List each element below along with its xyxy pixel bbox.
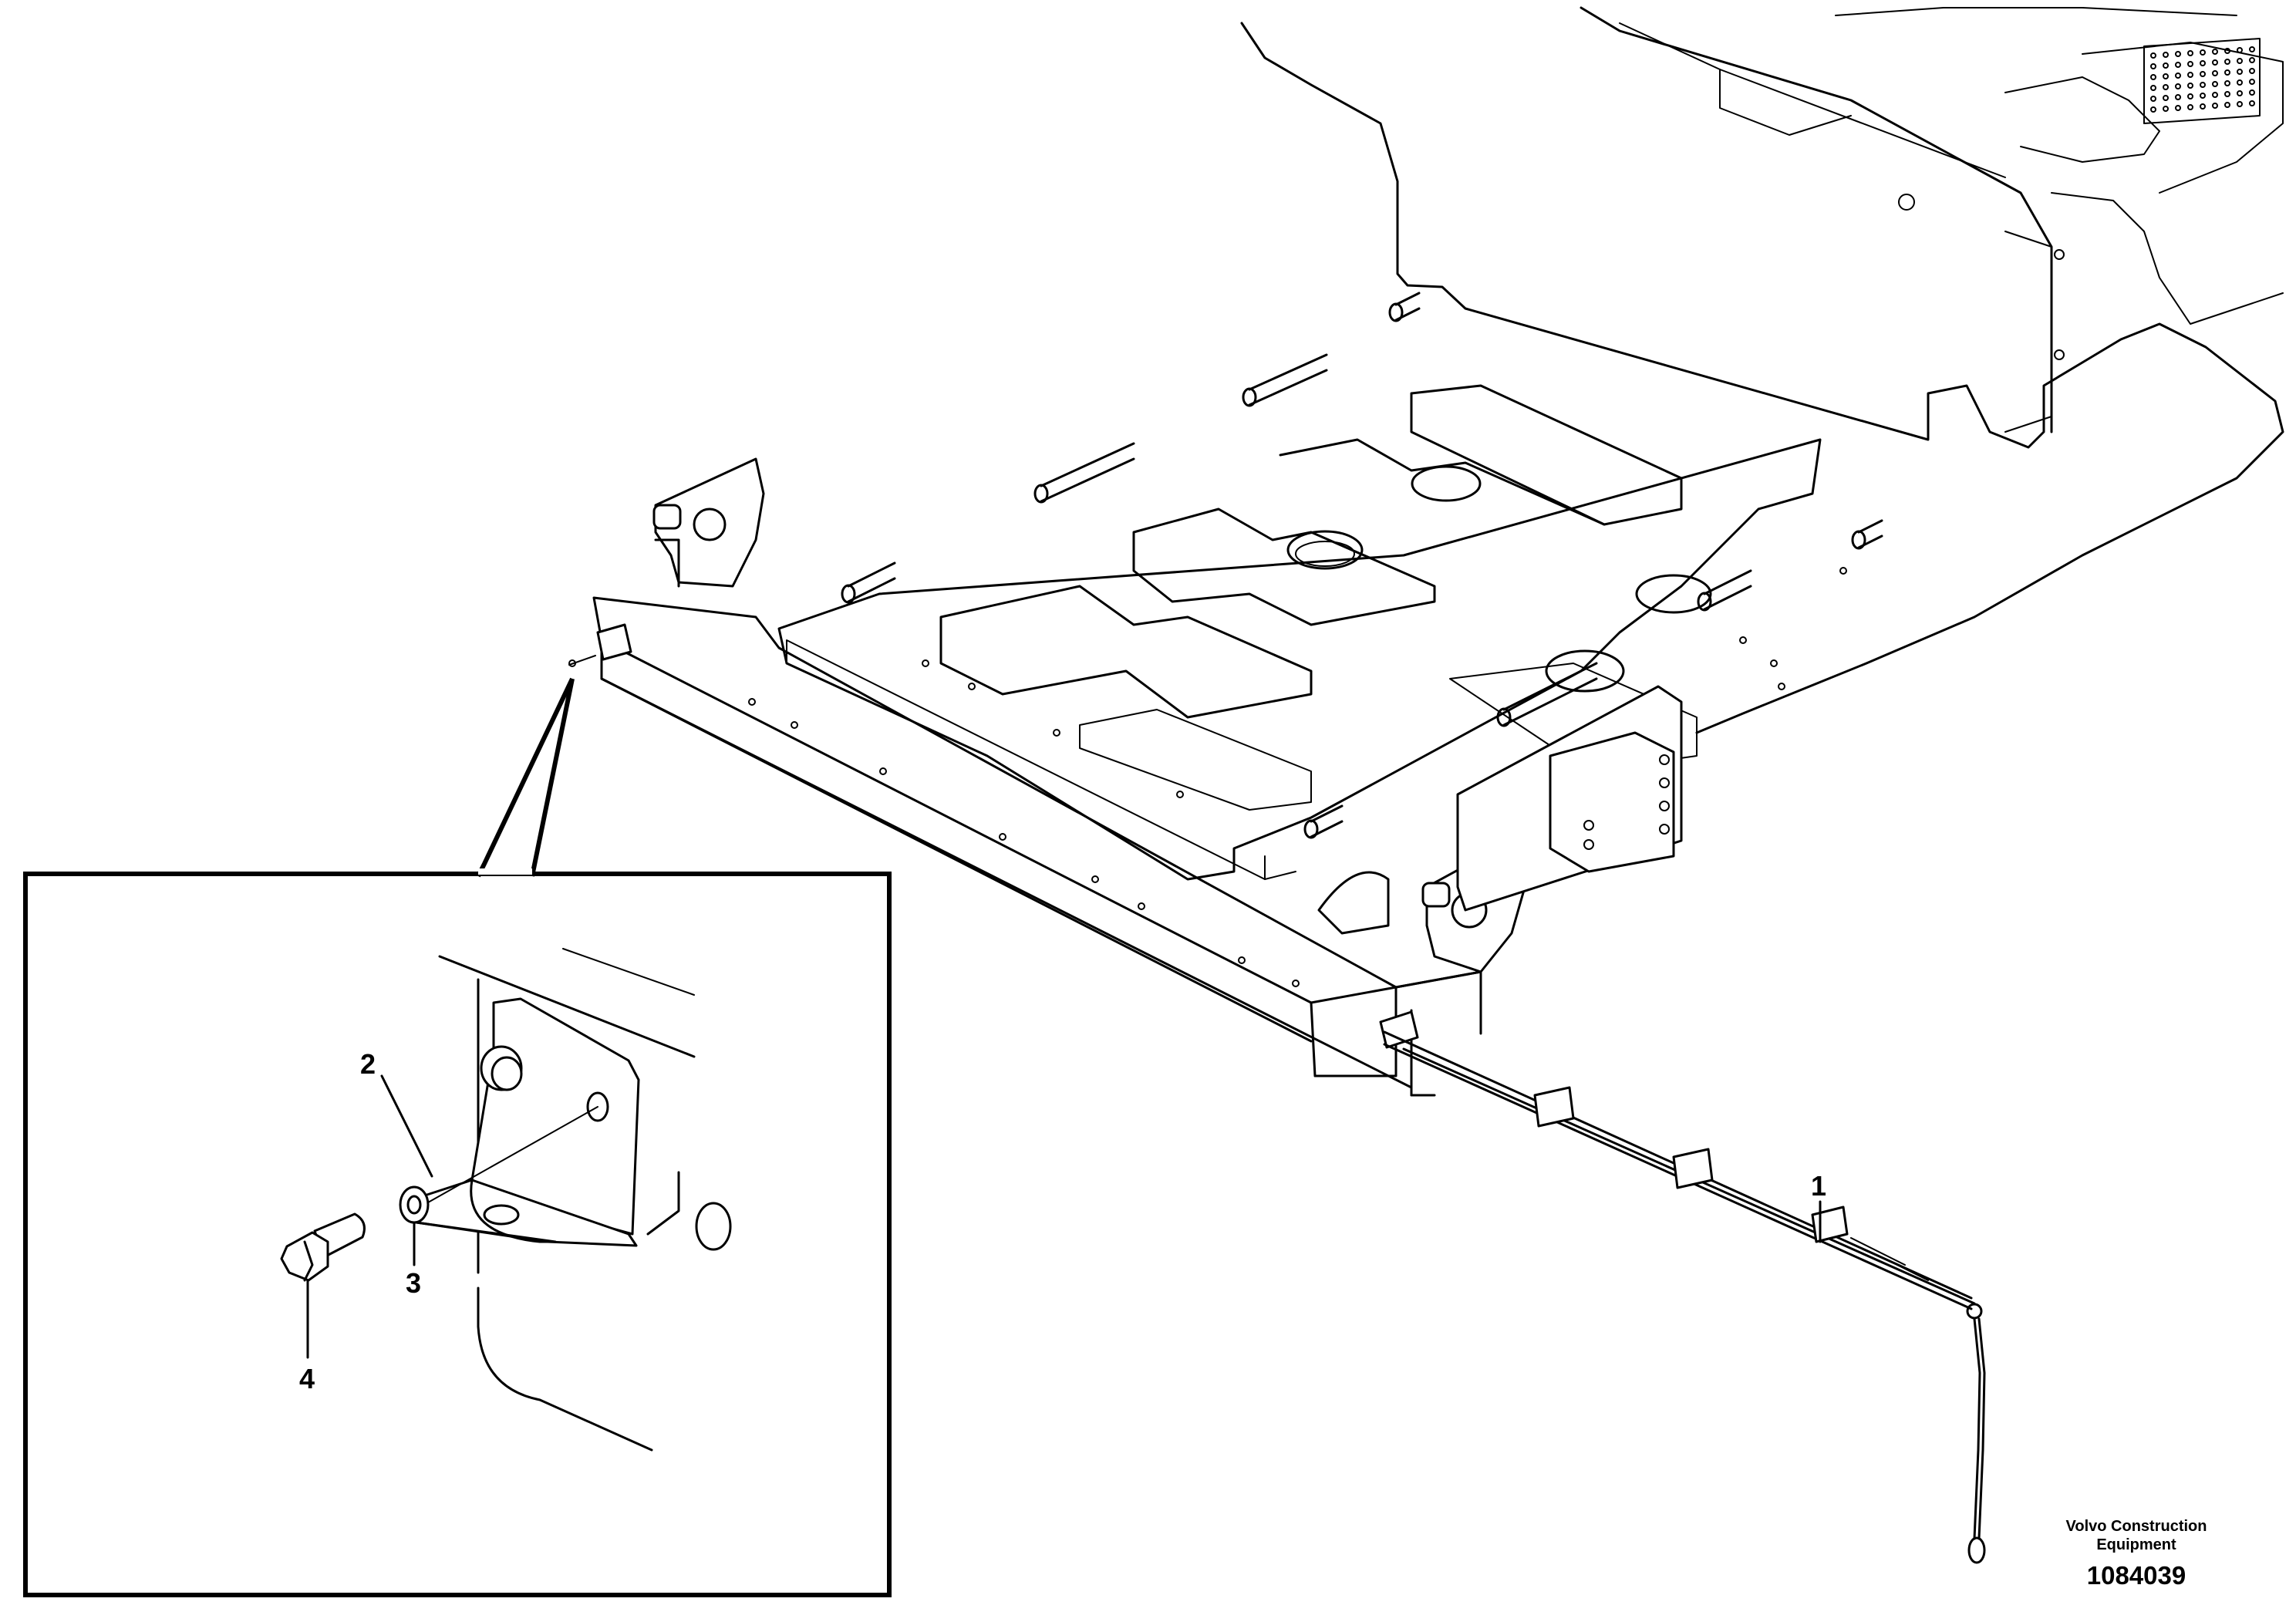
grille-hole bbox=[2200, 93, 2206, 99]
grille-hole bbox=[2200, 71, 2206, 77]
grille-hole bbox=[2163, 52, 2169, 58]
grille-hole bbox=[2163, 73, 2169, 79]
grille-hole bbox=[2187, 93, 2193, 99]
leader-2 bbox=[380, 1074, 433, 1178]
grille-hole bbox=[2200, 82, 2206, 88]
rollers bbox=[841, 292, 1883, 839]
grille-hole bbox=[2212, 59, 2218, 66]
grille-hole bbox=[2212, 103, 2218, 109]
bracket-mount-location bbox=[568, 623, 632, 667]
callout-2: 2 bbox=[360, 1048, 376, 1080]
side-bracket-block bbox=[1456, 685, 1683, 912]
grille-hole bbox=[2237, 101, 2243, 107]
frame-hole bbox=[1053, 729, 1060, 737]
grille-hole bbox=[2237, 79, 2243, 86]
grille-hole bbox=[2175, 105, 2181, 111]
frame-hole bbox=[922, 659, 929, 667]
grille-hole bbox=[2163, 106, 2169, 112]
grille-hole bbox=[2224, 102, 2230, 108]
grille-hole bbox=[2150, 85, 2156, 91]
grille-hole bbox=[2224, 69, 2230, 76]
grille-hole bbox=[2175, 62, 2181, 68]
frame-hole bbox=[879, 767, 887, 775]
grille-hole bbox=[2224, 91, 2230, 97]
grille-hole bbox=[2249, 79, 2255, 85]
grille-hole bbox=[2175, 94, 2181, 100]
lifting-eye-left bbox=[652, 457, 765, 588]
grille-hole bbox=[2150, 96, 2156, 102]
frame-hole bbox=[1770, 659, 1778, 667]
detail-pointer bbox=[476, 677, 575, 878]
frame-hole bbox=[1091, 875, 1099, 883]
grille-hole bbox=[2200, 103, 2206, 110]
grille-hole bbox=[2212, 92, 2218, 98]
document-number: 1084039 bbox=[2086, 1561, 2186, 1590]
grille-hole bbox=[2150, 52, 2156, 59]
grille-hole bbox=[2249, 100, 2255, 106]
part-hex-bolt bbox=[280, 1212, 366, 1282]
grille-hole bbox=[2187, 72, 2193, 78]
frame-hole bbox=[1292, 980, 1300, 987]
grille-hole bbox=[2163, 62, 2169, 69]
grille-hole bbox=[2237, 47, 2243, 53]
grille-hole bbox=[2187, 83, 2193, 89]
grille-hole bbox=[2163, 95, 2169, 101]
grille-hole bbox=[2224, 59, 2230, 65]
frame-hole bbox=[968, 683, 976, 690]
grille-hole bbox=[2163, 84, 2169, 90]
callout-3: 3 bbox=[406, 1267, 421, 1299]
grille-hole bbox=[2237, 90, 2243, 96]
grille-hole bbox=[2249, 46, 2255, 52]
frame-hole bbox=[791, 721, 798, 729]
grille-hole bbox=[2175, 83, 2181, 89]
frame-hole bbox=[748, 698, 756, 706]
frame-hole bbox=[1138, 902, 1145, 910]
grille-hole bbox=[2249, 57, 2255, 63]
callout-1: 1 bbox=[1811, 1170, 1826, 1202]
grille-hole bbox=[2237, 58, 2243, 64]
grille-hole bbox=[2237, 69, 2243, 75]
frame-hole bbox=[1839, 567, 1847, 575]
grille-hole bbox=[2187, 104, 2193, 110]
grille-hole bbox=[2200, 49, 2206, 56]
manufacturer-name: Volvo Construction Equipment bbox=[2065, 1518, 2207, 1553]
grille-hole bbox=[2224, 80, 2230, 86]
machine-frame bbox=[568, 6, 2284, 1097]
callout-4: 4 bbox=[299, 1363, 315, 1394]
grille-hole bbox=[2175, 73, 2181, 79]
frame-hole bbox=[1238, 956, 1246, 964]
frame-hole bbox=[1176, 791, 1184, 798]
grille-hole bbox=[2249, 89, 2255, 96]
frame-hole bbox=[1739, 636, 1747, 644]
grille-hole bbox=[2249, 68, 2255, 74]
grille-hole bbox=[2212, 49, 2218, 55]
grille-hole bbox=[2150, 63, 2156, 69]
frame-holes bbox=[748, 567, 1847, 987]
grille-hole bbox=[2224, 48, 2230, 54]
part-washer bbox=[399, 1185, 430, 1224]
grille-hole bbox=[2212, 81, 2218, 87]
part-rod-assembly bbox=[1383, 1030, 1986, 1564]
grille-hole bbox=[2175, 51, 2181, 57]
grille-hole bbox=[2187, 61, 2193, 67]
frame-hole bbox=[1778, 683, 1785, 690]
grille-hole bbox=[2150, 74, 2156, 80]
publisher-credit: Volvo Construction Equipment 1084039 bbox=[2048, 1517, 2225, 1622]
grille-panel bbox=[2143, 38, 2261, 124]
grille-hole bbox=[2150, 106, 2156, 113]
grille-hole bbox=[2187, 50, 2193, 56]
grille-hole bbox=[2200, 60, 2206, 66]
grille-hole bbox=[2212, 70, 2218, 76]
detail-view: 2 3 4 bbox=[23, 868, 892, 1597]
part-angle-bracket bbox=[400, 997, 640, 1247]
frame-hole bbox=[999, 833, 1006, 841]
